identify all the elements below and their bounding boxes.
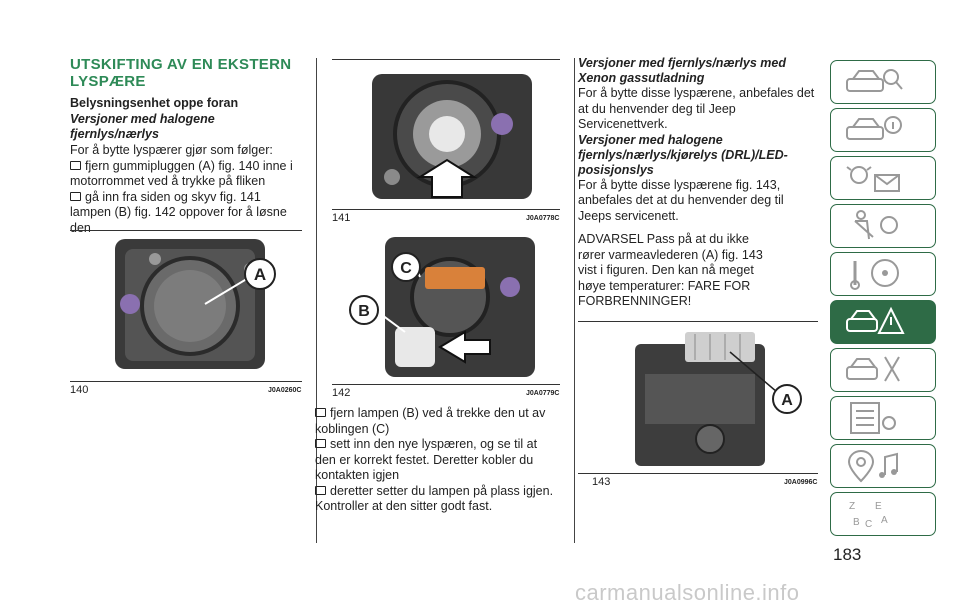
- watermark: carmanualsonline.info: [575, 580, 800, 605]
- svg-text:E: E: [875, 501, 882, 512]
- figure-rule: [578, 321, 818, 322]
- figure-number: 143: [592, 476, 611, 488]
- list-item: fjern lampen (B) ved å trekke den ut av …: [315, 406, 560, 437]
- italic-heading: Versjoner med halogene fjernlys/nærlys: [70, 112, 215, 141]
- xenon-heading: Versjoner med fjernlys/nærlys med Xenon …: [578, 56, 786, 85]
- callout-label: A: [254, 265, 266, 284]
- callout-label: A: [781, 392, 793, 409]
- tab-safety[interactable]: [830, 204, 936, 248]
- figure-rule: [70, 381, 302, 382]
- callout-label-c: C: [400, 260, 412, 277]
- column-divider: [316, 58, 317, 543]
- light-message-icon: [846, 166, 900, 192]
- checklist-icon: [850, 402, 896, 434]
- tab-car-info[interactable]: [830, 108, 936, 152]
- steering-wheel-icon: [850, 259, 899, 290]
- tab-technical-specs[interactable]: [830, 396, 936, 440]
- figure-rule: [578, 473, 818, 474]
- list-item-text: deretter setter du lampen på plass igjen…: [315, 483, 554, 514]
- figure-number: 142: [332, 387, 351, 399]
- car-search-icon: [846, 69, 903, 92]
- bullet-icon: [315, 485, 326, 495]
- figure-number: 140: [70, 384, 89, 396]
- figure-number: 141: [332, 212, 351, 224]
- figure-rule: [332, 384, 560, 385]
- column-1: Belysningsenhet oppe foran Versjoner med…: [70, 96, 302, 236]
- halogen-heading: Versjoner med halogene fjernlys/nærlys/k…: [578, 132, 788, 177]
- headlamp-figure-142: C B: [349, 237, 535, 377]
- column-divider: [574, 58, 575, 543]
- figure-code: J0A0996C: [784, 479, 818, 486]
- figure-code: J0A0779C: [526, 390, 560, 397]
- list-item: sett inn den nye lyspæren, og se til at …: [315, 437, 560, 484]
- headlamp-figure-140: A: [115, 239, 276, 369]
- figure-rule: [332, 59, 560, 60]
- tab-in-emergency[interactable]: [830, 300, 936, 344]
- car-tools-icon: [846, 356, 900, 382]
- tab-multimedia[interactable]: [830, 444, 936, 488]
- bullet-icon: [70, 160, 81, 170]
- section-title: UTSKIFTING AV EN EKSTERN LYSPÆRE: [70, 56, 292, 90]
- list-item-text: fjern lampen (B) ved å trekke den ut av …: [315, 406, 546, 436]
- figure-rule: [332, 209, 560, 210]
- svg-text:B: B: [853, 517, 860, 528]
- tab-starting-driving[interactable]: [830, 252, 936, 296]
- warning-text: ADVARSEL Pass på at du ikke rører varmea…: [578, 232, 763, 308]
- media-navigation-icon: [847, 449, 898, 483]
- column-3: Versjoner med fjernlys/nærlys med Xenon …: [578, 56, 818, 310]
- page-number: 183: [833, 545, 862, 564]
- headlamp-figure-143: A: [635, 332, 802, 466]
- bullet-icon: [315, 439, 326, 448]
- list-item: deretter setter du lampen på plass igjen…: [315, 484, 560, 515]
- seatbelt-airbag-icon: [854, 210, 898, 240]
- list-item: fjern gummipluggen (A) fig. 140 inne i m…: [70, 159, 302, 190]
- svg-text:C: C: [865, 519, 872, 530]
- subheading: Belysningsenhet oppe foran: [70, 96, 239, 110]
- xenon-paragraph: For å bytte disse lyspærene, anbefales d…: [578, 86, 815, 131]
- tab-servicing[interactable]: [830, 348, 936, 392]
- bullet-icon: [70, 191, 81, 201]
- svg-text:Z: Z: [849, 501, 855, 512]
- list-item-text: gå inn fra siden og skyv fig. 141 lampen…: [70, 189, 287, 235]
- column-2: fjern lampen (B) ved å trekke den ut av …: [315, 406, 560, 515]
- halogen-paragraph: For å bytte disse lyspærene fig. 143, an…: [578, 177, 784, 223]
- figure-rule: [70, 230, 302, 231]
- bullet-icon: [315, 408, 326, 417]
- headlamp-figure-141: [372, 74, 532, 199]
- list-item: gå inn fra siden og skyv fig. 141 lampen…: [70, 190, 302, 237]
- intro-text: For å bytte lyspærer gjør som følger:: [70, 143, 273, 157]
- list-item-text: fjern gummipluggen (A) fig. 140 inne i m…: [70, 158, 293, 189]
- figure-code: J0A0260C: [268, 387, 302, 394]
- car-warning-icon: [846, 306, 905, 334]
- callout-label-b: B: [358, 303, 370, 320]
- figure-code: J0A0778C: [526, 215, 560, 222]
- tab-lights-messages[interactable]: [830, 156, 936, 200]
- list-item-text: sett inn den nye lyspæren, og se til at …: [315, 437, 538, 482]
- car-info-icon: [846, 116, 902, 140]
- svg-text:A: A: [881, 515, 888, 526]
- tab-car-search[interactable]: [830, 60, 936, 104]
